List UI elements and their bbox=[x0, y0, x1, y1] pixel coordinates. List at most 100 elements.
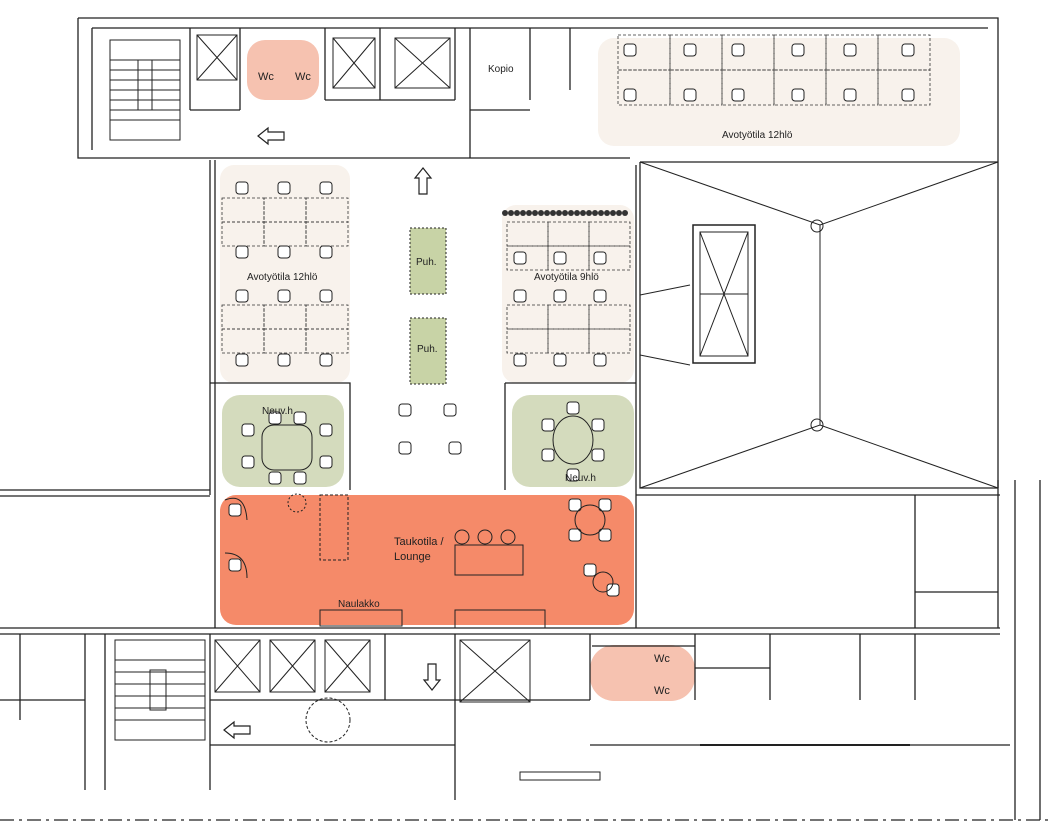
chair-icon bbox=[241, 423, 255, 437]
desk bbox=[617, 69, 671, 106]
arrow-down-icon bbox=[422, 663, 442, 691]
sofa bbox=[319, 494, 349, 561]
arrow-left-icon bbox=[257, 126, 285, 146]
desk bbox=[305, 328, 349, 354]
plant bbox=[502, 210, 508, 216]
elevator-b bbox=[459, 639, 531, 703]
wc-zone-bottom[interactable] bbox=[590, 645, 695, 701]
chair-icon bbox=[541, 448, 555, 462]
staircase-bottom bbox=[114, 639, 206, 741]
desk bbox=[263, 328, 307, 354]
chair-icon bbox=[598, 528, 612, 542]
chair-icon bbox=[398, 441, 412, 455]
wc-label: Wc bbox=[295, 71, 311, 83]
lounge-label: Taukotila / bbox=[394, 536, 444, 548]
chair-icon bbox=[448, 441, 462, 455]
chair-icon bbox=[513, 289, 527, 303]
open-office-right-label: Avotyötila 9hlö bbox=[534, 272, 599, 283]
chair-icon bbox=[241, 455, 255, 469]
plant bbox=[538, 210, 544, 216]
chair-icon bbox=[683, 43, 697, 57]
wc-zone-top[interactable] bbox=[247, 40, 319, 100]
chair-icon bbox=[553, 251, 567, 265]
plant bbox=[616, 210, 622, 216]
chair-icon bbox=[843, 88, 857, 102]
chair-icon bbox=[228, 558, 242, 572]
chair-icon bbox=[566, 468, 580, 482]
open-office-left-label: Avotyötila 12hlö bbox=[247, 272, 318, 283]
phone-booth-1-zone[interactable] bbox=[409, 227, 447, 295]
arrows bbox=[223, 126, 442, 740]
desk bbox=[588, 245, 631, 271]
plant bbox=[610, 210, 616, 216]
zones bbox=[220, 38, 960, 701]
open-office-left-zone[interactable] bbox=[220, 165, 350, 383]
phone-booth-2-zone[interactable] bbox=[409, 317, 447, 385]
chair-icon bbox=[443, 403, 457, 417]
staircase-top bbox=[109, 39, 181, 141]
furniture bbox=[221, 34, 931, 597]
plant bbox=[532, 210, 538, 216]
plant bbox=[598, 210, 604, 216]
skylight bbox=[639, 161, 999, 489]
chair-icon bbox=[235, 181, 249, 195]
chair-icon bbox=[683, 88, 697, 102]
chair-icon bbox=[277, 181, 291, 195]
shaft-top-1 bbox=[196, 34, 238, 81]
bar-counter bbox=[454, 544, 524, 576]
shaft-top-2 bbox=[332, 37, 376, 89]
plant bbox=[574, 210, 580, 216]
wc-label: Wc bbox=[654, 653, 670, 665]
chair-icon bbox=[731, 88, 745, 102]
chair-icon bbox=[566, 401, 580, 415]
chair-icon bbox=[591, 448, 605, 462]
shaft-b1 bbox=[214, 639, 261, 693]
desk bbox=[721, 69, 775, 106]
labels: Wc Wc Kopio Avotyötila 12hlö Avotyötila … bbox=[247, 64, 793, 697]
chair-icon bbox=[583, 563, 597, 577]
chair-icon bbox=[235, 245, 249, 259]
chair-icon bbox=[235, 289, 249, 303]
chair-icon bbox=[598, 498, 612, 512]
chair-icon bbox=[513, 251, 527, 265]
chair-icon bbox=[293, 411, 307, 425]
chair-icon bbox=[319, 353, 333, 367]
lounge-furniture bbox=[224, 415, 614, 781]
plant bbox=[526, 210, 532, 216]
shaft-b3 bbox=[324, 639, 371, 693]
open-office-top-zone[interactable] bbox=[598, 38, 960, 146]
coat-rack-label: Naulakko bbox=[338, 599, 380, 610]
chair-icon bbox=[541, 418, 555, 432]
chair-icon bbox=[593, 353, 607, 367]
chair-icon bbox=[513, 353, 527, 367]
shaft-top-3 bbox=[394, 37, 451, 89]
chair-icon bbox=[623, 43, 637, 57]
walls bbox=[0, 17, 1048, 821]
chair-icon bbox=[553, 353, 567, 367]
chair-icon bbox=[319, 455, 333, 469]
chair-icon bbox=[398, 403, 412, 417]
plant bbox=[568, 210, 574, 216]
meeting-table-left bbox=[261, 424, 313, 471]
chair-icon bbox=[791, 88, 805, 102]
chair-icon bbox=[319, 423, 333, 437]
chair-icon bbox=[277, 353, 291, 367]
wc-label: Wc bbox=[258, 71, 274, 83]
chair-icon bbox=[235, 353, 249, 367]
shafts bbox=[109, 34, 999, 741]
plant bbox=[580, 210, 586, 216]
meeting-room-right-zone[interactable] bbox=[512, 395, 634, 487]
open-office-right-zone[interactable] bbox=[502, 205, 634, 383]
phone-booth-label: Puh. bbox=[416, 257, 437, 268]
arrow-up-icon bbox=[413, 167, 433, 195]
chair-icon bbox=[791, 43, 805, 57]
wc-label: Wc bbox=[654, 685, 670, 697]
desk bbox=[877, 69, 931, 106]
copy-room-label: Kopio bbox=[488, 64, 514, 75]
open-office-top-label: Avotyötila 12hlö bbox=[722, 130, 793, 141]
plant bbox=[604, 210, 610, 216]
lounge-zone[interactable] bbox=[220, 495, 634, 625]
chair-icon bbox=[568, 528, 582, 542]
plant bbox=[544, 210, 550, 216]
